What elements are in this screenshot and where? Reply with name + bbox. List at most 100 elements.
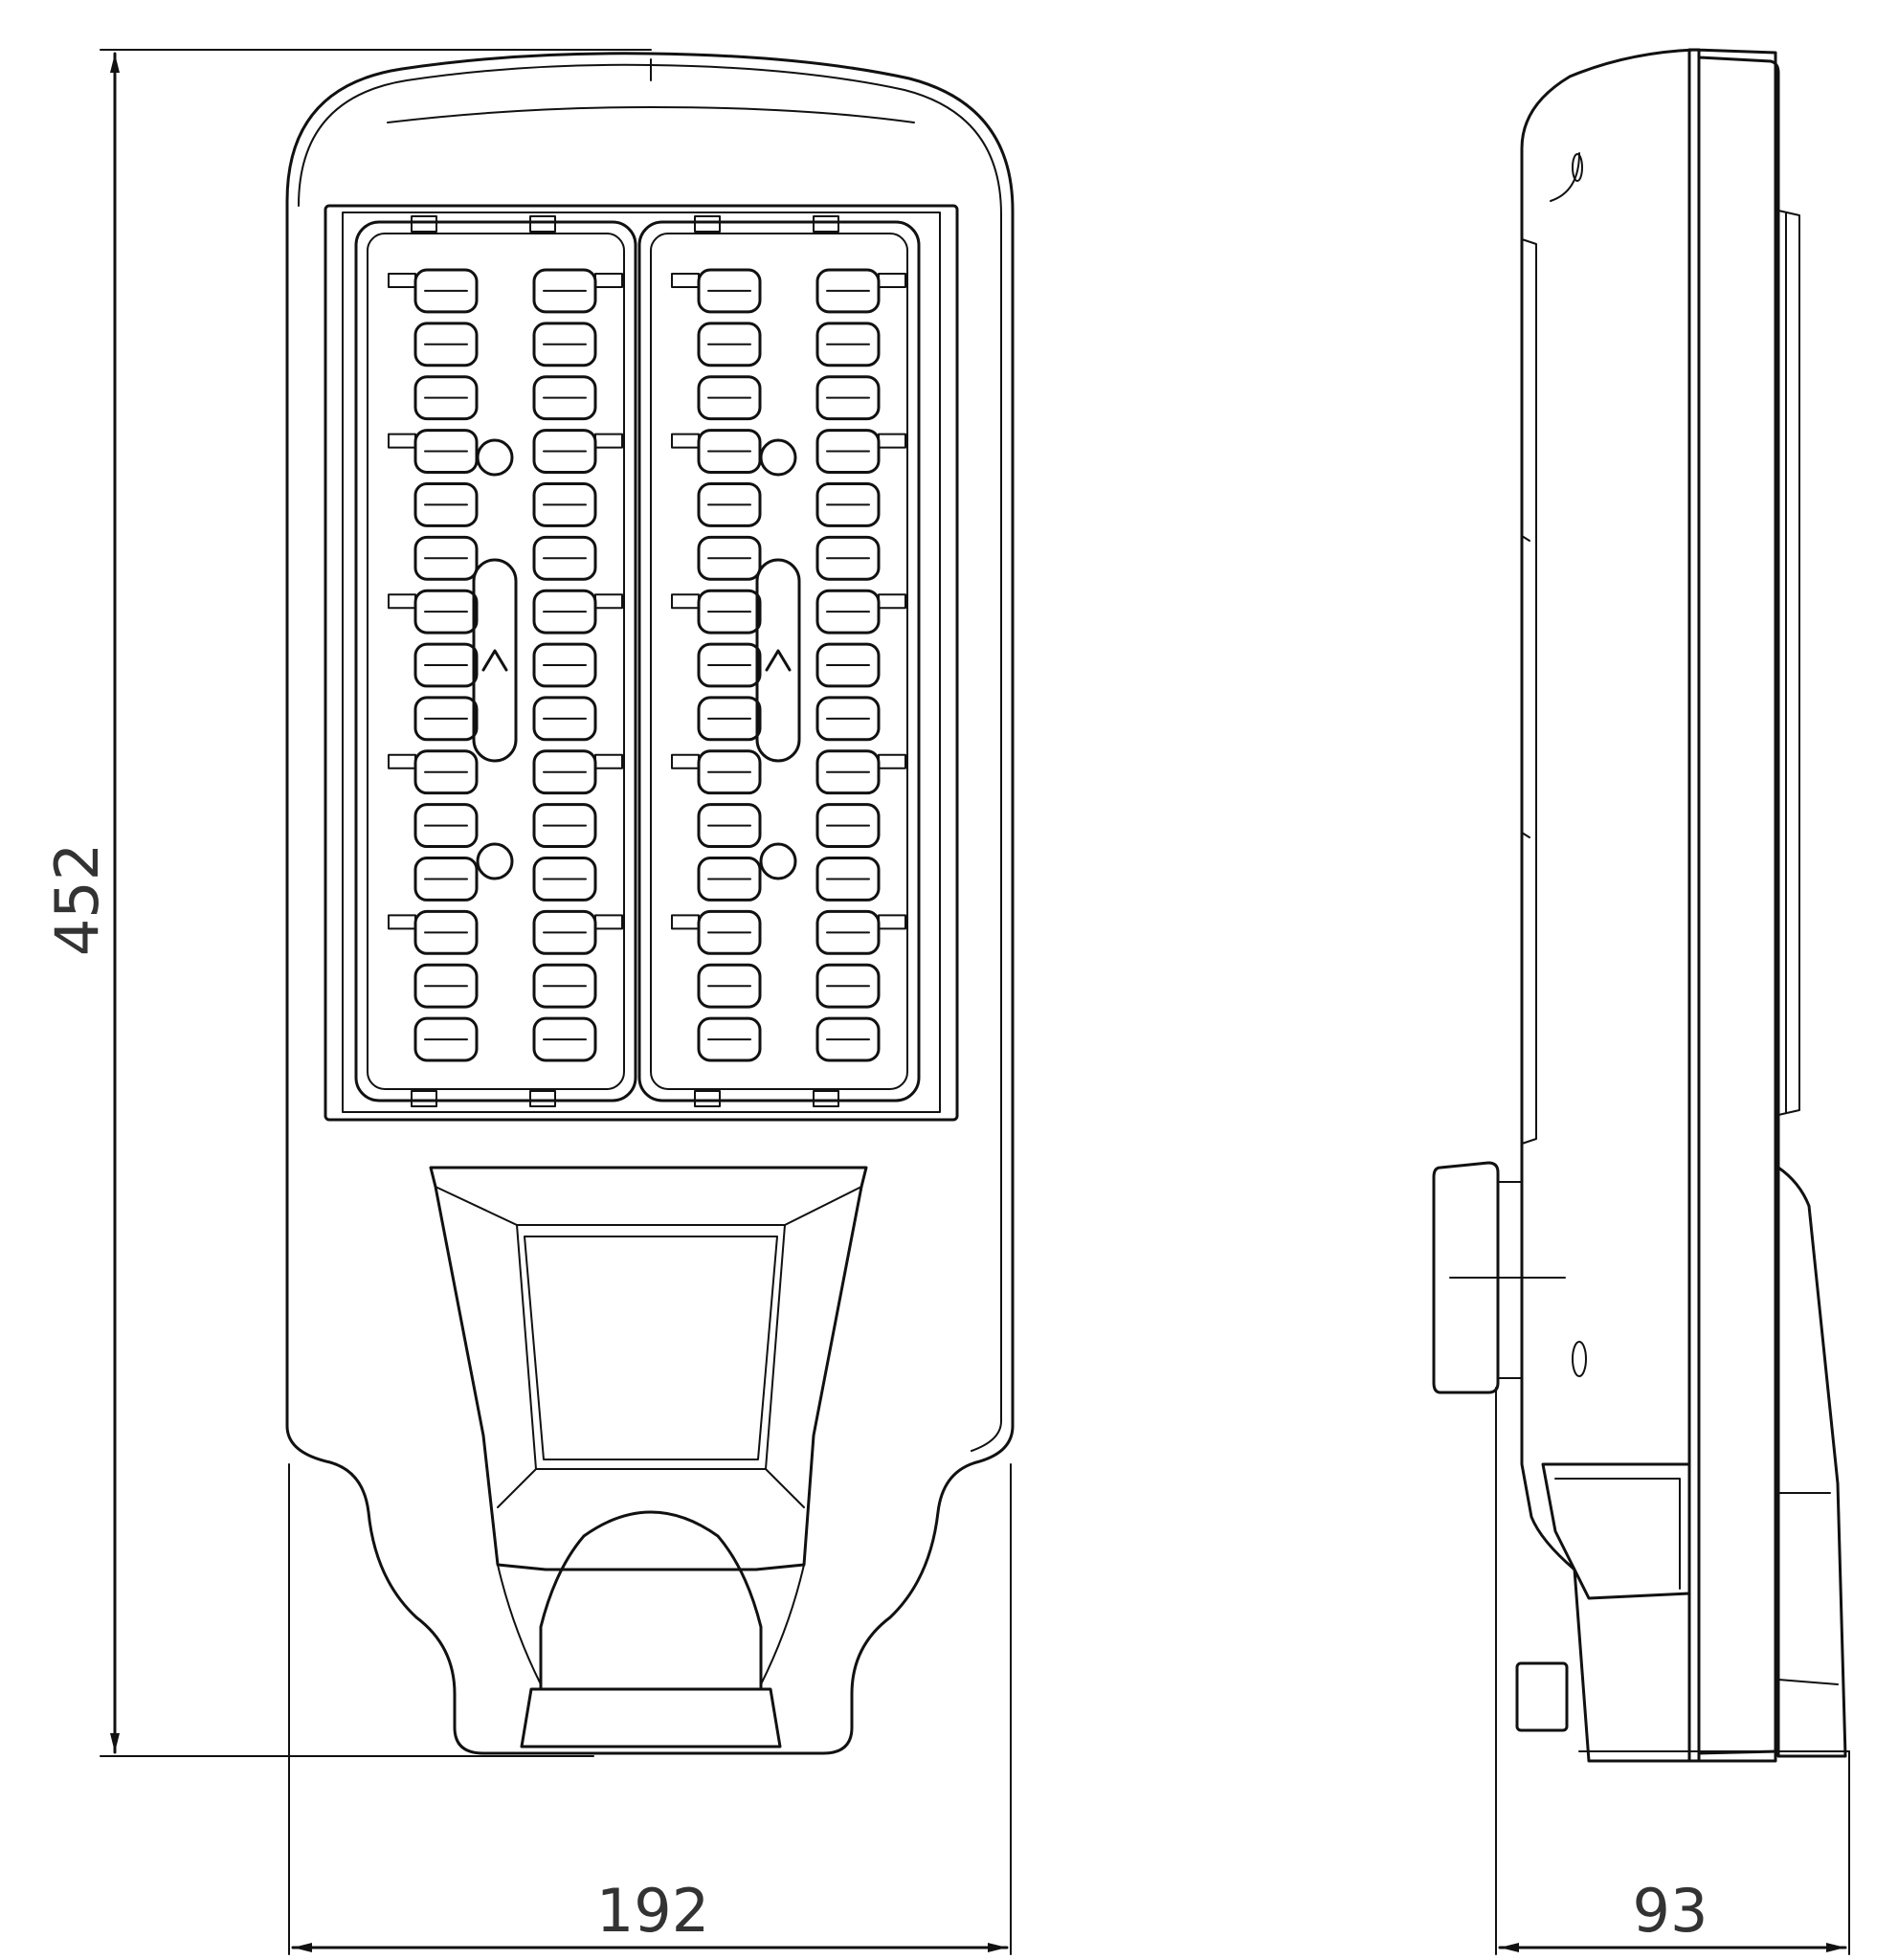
pole-mount-arch-inner xyxy=(497,1564,805,1685)
module-label-slot xyxy=(755,558,801,763)
module-clip xyxy=(529,215,556,233)
module-tab xyxy=(878,914,906,930)
side-back-plate xyxy=(1687,48,1701,1763)
module-screw-hole xyxy=(476,438,514,477)
led-lens xyxy=(413,642,479,688)
led-lens xyxy=(532,1016,597,1062)
side-led-lens-edge xyxy=(1777,210,1800,1116)
led-module-inner xyxy=(367,233,625,1090)
module-tab xyxy=(388,433,416,449)
side-screw-top xyxy=(1572,153,1583,182)
module-tab xyxy=(878,753,906,769)
pole-mount-base xyxy=(520,1687,782,1748)
led-lens xyxy=(532,749,597,795)
driver-window-inner xyxy=(524,1236,778,1460)
dimension-depth xyxy=(1495,1387,1850,1955)
led-lens xyxy=(532,909,597,955)
module-tab xyxy=(388,273,416,288)
module-screw-hole xyxy=(759,842,797,880)
module-tab xyxy=(878,433,906,449)
led-lens xyxy=(815,1016,881,1062)
led-lens xyxy=(815,268,881,314)
direction-arrow-icon xyxy=(481,649,508,672)
led-lens xyxy=(697,322,762,368)
side-rear-brace xyxy=(1776,1166,1847,1758)
module-clip xyxy=(529,1090,556,1107)
led-lens xyxy=(532,268,597,314)
led-lens xyxy=(413,1016,479,1062)
module-clip xyxy=(411,215,437,233)
module-tab xyxy=(878,273,906,288)
led-lens xyxy=(815,909,881,955)
led-lens xyxy=(815,857,881,902)
side-connector-neck xyxy=(1497,1181,1523,1379)
pole-mount-arch xyxy=(539,1510,763,1691)
direction-arrow-icon xyxy=(765,649,792,672)
led-lens xyxy=(532,589,597,635)
led-lens xyxy=(697,803,762,849)
height-dimension-label: 452 xyxy=(42,843,112,956)
module-tab xyxy=(594,433,623,449)
led-module xyxy=(354,220,637,1102)
led-lens xyxy=(697,481,762,527)
led-lens xyxy=(815,375,881,421)
side-inner-channel xyxy=(1521,238,1537,1145)
module-tab xyxy=(671,593,700,610)
led-lens xyxy=(532,963,597,1009)
module-label-slot xyxy=(472,558,518,763)
led-lens xyxy=(697,1016,762,1062)
led-lens xyxy=(413,589,479,635)
led-lens xyxy=(815,322,881,368)
led-lens xyxy=(532,375,597,421)
led-modules xyxy=(354,215,921,1107)
module-clip xyxy=(813,1090,839,1107)
side-gland xyxy=(1515,1661,1569,1732)
led-panel-frame xyxy=(324,204,959,1122)
module-tab xyxy=(388,593,416,610)
led-lens xyxy=(697,696,762,742)
led-lens xyxy=(413,375,479,421)
led-lens xyxy=(532,642,597,688)
led-lens xyxy=(697,857,762,902)
led-lens xyxy=(413,481,479,527)
dimension-width xyxy=(288,1463,1012,1955)
front-housing-inner-outline xyxy=(298,63,1002,1452)
led-lens xyxy=(413,268,479,314)
led-lens xyxy=(815,642,881,688)
module-screw-hole xyxy=(759,438,797,477)
led-lens xyxy=(532,535,597,581)
led-lens xyxy=(815,535,881,581)
led-module-inner xyxy=(650,233,908,1090)
led-panel-inner-frame xyxy=(342,212,941,1113)
side-view xyxy=(1432,48,1850,1763)
module-tab xyxy=(878,593,906,610)
led-lens xyxy=(697,589,762,635)
led-lens xyxy=(532,857,597,902)
led-lens xyxy=(697,535,762,581)
module-tab xyxy=(388,914,416,930)
module-tab xyxy=(594,593,623,610)
driver-housing xyxy=(429,1166,868,1571)
led-lens xyxy=(532,696,597,742)
led-lens xyxy=(413,803,479,849)
side-rear-brace-inner xyxy=(1777,1492,1839,1685)
module-tab xyxy=(594,273,623,288)
depth-dimension-label: 93 xyxy=(1633,1876,1708,1946)
front-top-lip xyxy=(387,106,915,123)
led-lens xyxy=(697,749,762,795)
driver-corner-line-left xyxy=(497,1468,537,1508)
module-clip xyxy=(694,215,721,233)
led-lens xyxy=(413,857,479,902)
front-view xyxy=(285,52,1015,1755)
side-mount-bracket xyxy=(1541,1462,1691,1600)
led-lens xyxy=(532,429,597,474)
led-lens xyxy=(815,696,881,742)
module-clip xyxy=(694,1090,721,1107)
side-connector xyxy=(1432,1161,1500,1394)
led-module xyxy=(637,220,921,1102)
led-lens xyxy=(815,429,881,474)
led-lens xyxy=(413,909,479,955)
side-front-cover xyxy=(1697,56,1780,1755)
front-housing-outline xyxy=(285,52,1015,1755)
